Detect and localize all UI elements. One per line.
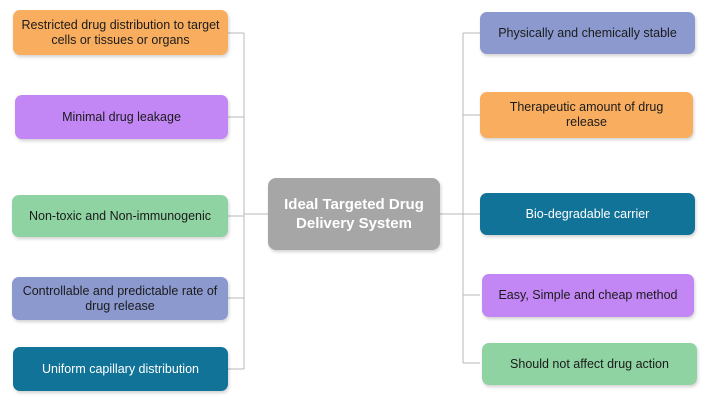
left-node-5-label: Uniform capillary distribution (41, 361, 199, 376)
right-node-2-label: Therapeutic amount of drug release (509, 100, 664, 129)
left-node-2: Minimal drug leakage (15, 95, 228, 139)
central-node: Ideal Targeted Drug Delivery System (268, 178, 440, 250)
right-node-5: Should not affect drug action (482, 343, 697, 385)
right-node-4-label: Easy, Simple and cheap method (498, 288, 678, 302)
left-node-1-line-2: cells or tissues or organs (51, 32, 190, 47)
left-node-3: Non-toxic and Non-immunogenic (12, 195, 228, 237)
right-node-3-label: Bio-degradable carrier (525, 206, 650, 221)
left-node-3-label: Non-toxic and Non-immunogenic (28, 208, 212, 223)
right-node-4: Easy, Simple and cheap method (482, 274, 694, 317)
right-node-2: Therapeutic amount of drug release (480, 92, 693, 138)
right-node-3: Bio-degradable carrier (480, 193, 695, 235)
left-node-5: Uniform capillary distribution (13, 347, 228, 391)
left-node-4-line-2: drug release (85, 298, 155, 313)
right-node-5-label: Should not affect drug action (510, 356, 669, 371)
left-node-4-line-1: Controllable and predictable rate of (22, 283, 218, 298)
left-node-1-line-1: Restricted drug distribution to target (21, 17, 220, 32)
left-node-2-label: Minimal drug leakage (62, 109, 181, 124)
central-node-line-2: Delivery System (296, 215, 412, 232)
right-node-1: Physically and chemically stable (480, 12, 695, 54)
central-node-line-1: Ideal Targeted Drug (284, 196, 424, 213)
right-node-1-label: Physically and chemically stable (498, 25, 677, 40)
central-node-title: Ideal Targeted Drug Delivery System (284, 195, 424, 233)
